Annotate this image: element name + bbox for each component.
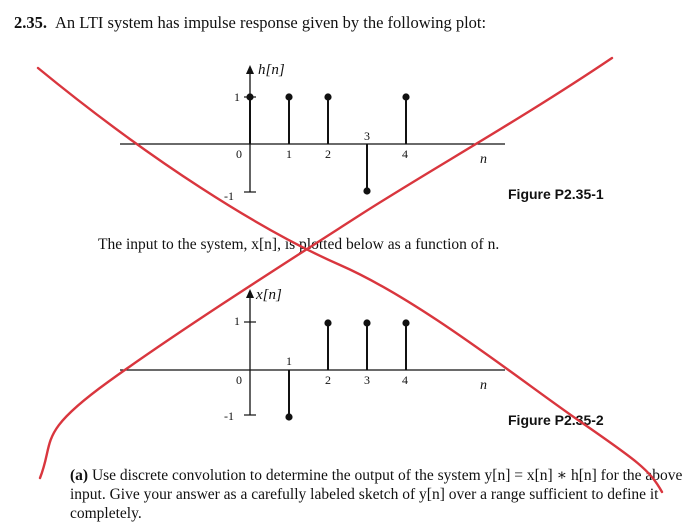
fig1-stem-point-n0 [246,93,254,101]
part-a-text: Use discrete convolution to determine th… [70,467,683,522]
fig2-idx-2: 2 [325,373,331,387]
part-a-label: (a) [70,467,89,484]
problem-statement: An LTI system has impulse response given… [55,13,487,32]
red-cross-stroke-2 [38,56,614,480]
fig1-idx-1: 1 [286,147,292,161]
problem-number: 2.35. [14,13,47,32]
fig1-stem-point-n2 [324,93,332,101]
fig2-tick-1: 1 [234,314,240,328]
fig2-stems [285,319,410,421]
fig1-idx-4: 4 [402,147,408,161]
fig1-stems [246,93,410,195]
fig2-stem-point-n2 [324,319,332,327]
fig2-tick-neg1: -1 [224,409,234,423]
fig1-y-arrowhead [246,65,254,74]
fig2-stem-point-n1 [285,413,293,421]
fig2-idx-1: 1 [286,354,292,368]
fig1-tick-neg1: -1 [224,189,234,203]
fig1-idx-0: 0 [236,147,242,161]
fig2-ylabel: x[n] [256,287,282,303]
fig2-stem-point-n3 [363,319,371,327]
fig1-ylabel: h[n] [258,62,285,78]
fig1-idx-3: 3 [364,129,370,143]
fig2-idx-3: 3 [364,373,370,387]
fig1-stem-point-n1 [285,93,293,101]
fig2-stem-point-n4 [402,319,410,327]
fig2-caption: Figure P2.35-2 [508,412,604,428]
fig1-tick-1: 1 [234,90,240,104]
part-a: (a) Use discrete convolution to determin… [70,466,695,523]
fig2-xlabel: n [480,378,487,393]
red-cross-stroke-1 [36,66,664,494]
fig1-stem-point-n3 [363,187,371,195]
fig2-idx-4: 4 [402,373,408,387]
fig2-y-arrowhead [246,289,254,298]
fig1-xlabel: n [480,152,487,167]
fig1-stem-point-n4 [402,93,410,101]
fig1-idx-2: 2 [325,147,331,161]
problem-heading: 2.35. An LTI system has impulse response … [14,13,486,33]
fig2-idx-0: 0 [236,373,242,387]
fig1-caption: Figure P2.35-1 [508,186,604,202]
